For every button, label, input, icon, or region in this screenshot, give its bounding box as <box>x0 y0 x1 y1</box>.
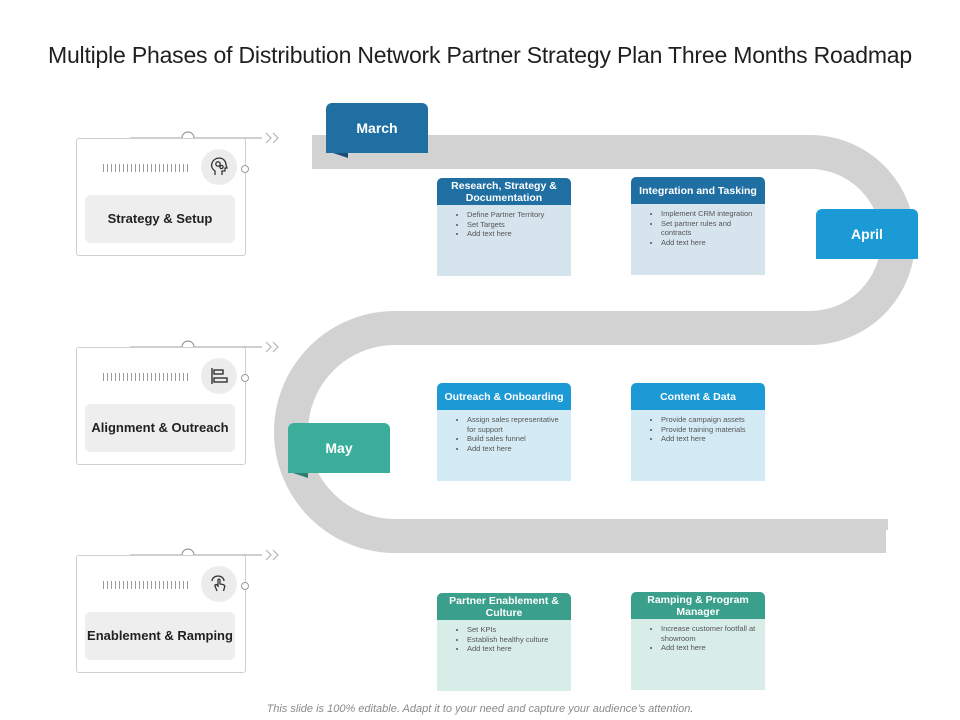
bullet-item: Add text here <box>467 644 565 654</box>
card-body: Assign sales representative for support … <box>437 410 571 481</box>
chevron-right-icon <box>272 132 279 144</box>
align-bars-icon <box>201 358 237 394</box>
card-title: Outreach & Onboarding <box>437 383 571 410</box>
bullet-item: Implement CRM integration <box>661 209 759 219</box>
phase-label: Strategy & Setup <box>85 195 235 243</box>
card-title: Partner Enablement & Culture <box>437 593 571 620</box>
month-tag-april: April <box>816 209 918 259</box>
activity-card: Partner Enablement & Culture Set KPIs Es… <box>437 593 571 691</box>
phase-label: Enablement & Ramping <box>85 612 235 660</box>
chevron-right-icon <box>272 341 279 353</box>
tick-divider <box>103 581 191 589</box>
phase-card-alignment-outreach: Alignment & Outreach <box>76 347 249 465</box>
bullet-item: Set Targets <box>467 220 565 230</box>
connector-dot <box>241 582 249 590</box>
chevron-right-icon <box>272 549 279 561</box>
chevron-right-icon <box>265 132 272 144</box>
card-title: Research, Strategy & Documentation <box>437 178 571 205</box>
bullet-item: Add text here <box>661 434 759 444</box>
track-path <box>274 135 915 553</box>
activity-card: Research, Strategy & Documentation Defin… <box>437 178 571 276</box>
chevron-right-icon <box>265 341 272 353</box>
bullet-item: Add text here <box>661 643 759 653</box>
page-title: Multiple Phases of Distribution Network … <box>48 42 912 68</box>
bullet-item: Define Partner Territory <box>467 210 565 220</box>
phase-label: Alignment & Outreach <box>85 404 235 452</box>
card-title: Ramping & Program Manager <box>631 592 765 619</box>
bullet-item: Add text here <box>661 238 759 248</box>
footer-note: This slide is 100% editable. Adapt it to… <box>266 703 694 715</box>
bullet-item: Build sales funnel <box>467 434 565 444</box>
card-body: Define Partner Territory Set Targets Add… <box>437 205 571 276</box>
bullet-item: Provide training materials <box>661 425 759 435</box>
activity-card: Outreach & Onboarding Assign sales repre… <box>437 383 571 481</box>
card-title: Content & Data <box>631 383 765 410</box>
bullet-item: Establish healthy culture <box>467 635 565 645</box>
chevron-right-icon <box>265 549 272 561</box>
bullet-item: Provide campaign assets <box>661 415 759 425</box>
connector-dot <box>241 374 249 382</box>
bullet-item: Set KPIs <box>467 625 565 635</box>
tick-divider <box>103 164 191 172</box>
tick-divider <box>103 373 191 381</box>
card-body: Increase customer footfall at showroom A… <box>631 619 765 690</box>
head-gears-icon <box>201 149 237 185</box>
connector-dot <box>241 165 249 173</box>
card-body: Implement CRM integration Set partner ru… <box>631 204 765 275</box>
hand-touch-icon <box>201 566 237 602</box>
month-tag-march: March <box>326 103 428 153</box>
bullet-item: Increase customer footfall at showroom <box>661 624 759 643</box>
activity-card: Ramping & Program Manager Increase custo… <box>631 592 765 690</box>
card-title: Integration and Tasking <box>631 177 765 204</box>
phase-card-enablement-ramping: Enablement & Ramping <box>76 555 249 673</box>
phase-card-strategy-setup: Strategy & Setup <box>76 138 249 256</box>
bullet-item: Add text here <box>467 444 565 454</box>
activity-card: Integration and Tasking Implement CRM in… <box>631 177 765 275</box>
bullet-item: Add text here <box>467 229 565 239</box>
bullet-item: Assign sales representative for support <box>467 415 565 434</box>
bullet-item: Set partner rules and contracts <box>661 219 759 238</box>
month-tag-may: May <box>288 423 390 473</box>
card-body: Provide campaign assets Provide training… <box>631 410 765 481</box>
activity-card: Content & Data Provide campaign assets P… <box>631 383 765 481</box>
card-body: Set KPIs Establish healthy culture Add t… <box>437 620 571 691</box>
